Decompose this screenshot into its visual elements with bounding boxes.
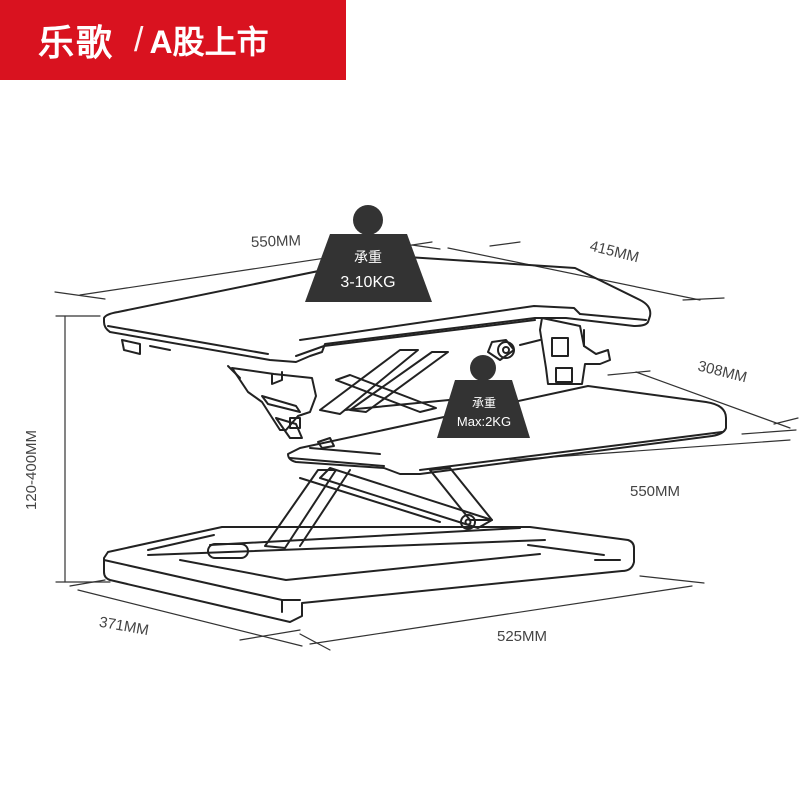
keyboard-tray xyxy=(287,385,727,475)
keyboard-depth-label: 308MM xyxy=(696,358,749,387)
dimension-line-base-width xyxy=(299,575,705,651)
base-width-label: 525MM xyxy=(497,628,547,645)
dimension-line-height xyxy=(55,315,111,583)
tray-slot xyxy=(317,437,335,449)
weight-icon-keyboard: 承重 Max:2KG xyxy=(437,355,530,438)
brand-banner: 乐歌 / A股上市 xyxy=(0,0,346,80)
keyboard-width-label: 550MM xyxy=(630,483,680,500)
dimension-line-top-depth xyxy=(447,241,725,301)
keyboard-load-value: Max:2KG xyxy=(457,414,511,429)
top-width-label: 550MM xyxy=(251,232,302,251)
weight-icon-top: 承重 3-10KG xyxy=(305,205,432,302)
height-range-label: 120-400MM xyxy=(23,430,40,510)
keyboard-load-label: 承重 xyxy=(472,396,496,410)
work-surface xyxy=(103,255,652,363)
dimension-line-base-depth xyxy=(69,579,303,647)
base-depth-label: 371MM xyxy=(98,614,150,639)
left-bracket xyxy=(227,365,317,439)
top-load-label: 承重 xyxy=(354,249,382,265)
dimension-line-keyboard-width xyxy=(509,429,797,461)
top-load-value: 3-10KG xyxy=(340,274,395,291)
right-bracket xyxy=(487,317,611,385)
base-frame xyxy=(103,526,635,623)
brand-name: 乐歌 xyxy=(38,22,115,63)
dimension-line-keyboard-depth xyxy=(607,370,799,429)
top-depth-label: 415MM xyxy=(588,238,641,267)
scissor-lift xyxy=(264,341,515,549)
brand-separator: / xyxy=(134,20,144,59)
brand-tagline: A股上市 xyxy=(149,24,269,60)
